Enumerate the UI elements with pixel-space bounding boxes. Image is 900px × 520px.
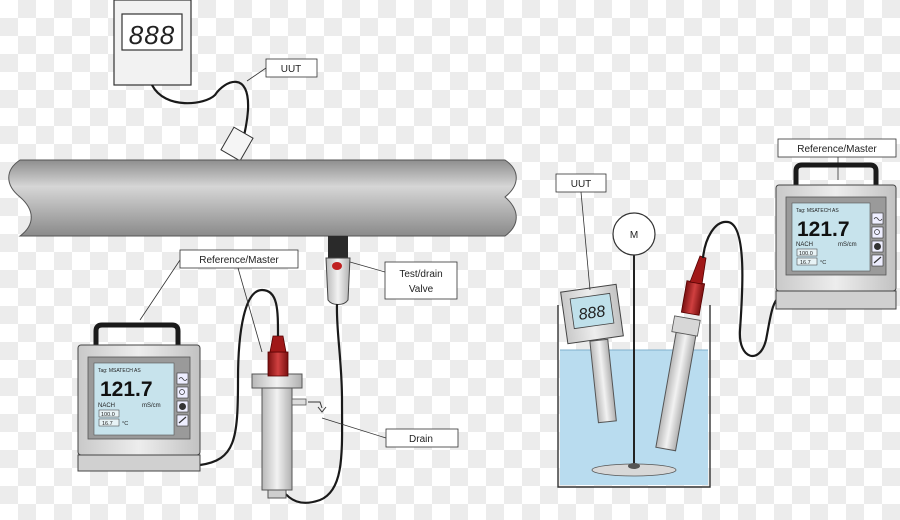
uut-probe-right: 888 xyxy=(560,283,624,424)
pipe xyxy=(8,159,517,237)
drain-arrow xyxy=(308,401,323,409)
uut-display-digits: 888 xyxy=(129,20,175,50)
svg-text:NACH: NACH xyxy=(796,242,813,248)
reference-meter-right: Tag: MSATECH AS 121.7 NACH mS/cm 100.0 1… xyxy=(775,162,897,310)
uut-pipe-sensor xyxy=(220,126,254,162)
meter-right-value: 121.7 xyxy=(797,218,850,241)
test-drain-label: Test/drain Valve xyxy=(349,261,458,300)
uut-probe-digits: 888 xyxy=(578,303,607,324)
svg-text:Reference/Master: Reference/Master xyxy=(797,144,877,155)
svg-text:16.7: 16.7 xyxy=(102,421,113,427)
svg-text:Tag: MSATECH AS: Tag: MSATECH AS xyxy=(796,208,839,214)
svg-text:M: M xyxy=(630,230,638,241)
svg-text:UUT: UUT xyxy=(281,64,302,75)
svg-text:100.0: 100.0 xyxy=(101,412,115,418)
svg-text:mS/cm: mS/cm xyxy=(838,242,857,248)
reference-label-right: Reference/Master xyxy=(777,138,897,180)
svg-text:Drain: Drain xyxy=(409,434,433,445)
reference-probe-left xyxy=(267,335,289,377)
uut-cable xyxy=(151,80,250,141)
valve-tubing xyxy=(281,303,344,504)
svg-text:NACH: NACH xyxy=(98,403,115,409)
test-drain-valve xyxy=(325,236,351,305)
svg-text:Tag: MSATECH AS: Tag: MSATECH AS xyxy=(98,368,141,374)
reference-meter-left: Tag: MSATECH AS 121.7 NACH mS/cm 100.0 1… xyxy=(77,322,201,472)
svg-text:Valve: Valve xyxy=(409,284,434,295)
flow-cell xyxy=(251,373,307,499)
svg-text:°C: °C xyxy=(820,260,826,266)
reference-cable-right xyxy=(701,220,781,358)
reference-probe-right xyxy=(655,255,707,452)
uut-label-right: UUT xyxy=(555,173,607,291)
svg-text:100.0: 100.0 xyxy=(799,251,813,257)
svg-text:°C: °C xyxy=(122,421,128,427)
meter-left-value: 121.7 xyxy=(100,378,153,401)
uut-label-left: UUT xyxy=(246,58,318,82)
svg-text:Test/drain: Test/drain xyxy=(399,269,442,280)
svg-text:16.7: 16.7 xyxy=(800,260,811,266)
meter-left-side-icons xyxy=(176,372,189,427)
svg-text:mS/cm: mS/cm xyxy=(142,403,161,409)
svg-text:Reference/Master: Reference/Master xyxy=(199,255,279,266)
stirrer xyxy=(591,255,677,477)
meter-right-side-icons xyxy=(871,212,884,267)
reference-cable-left xyxy=(199,288,280,467)
drain-label: Drain xyxy=(321,417,459,448)
uut-wall-display: 888 xyxy=(113,0,192,86)
stirrer-motor: M xyxy=(612,212,656,256)
svg-text:UUT: UUT xyxy=(571,179,592,190)
reference-label-left: Reference/Master xyxy=(139,249,299,353)
